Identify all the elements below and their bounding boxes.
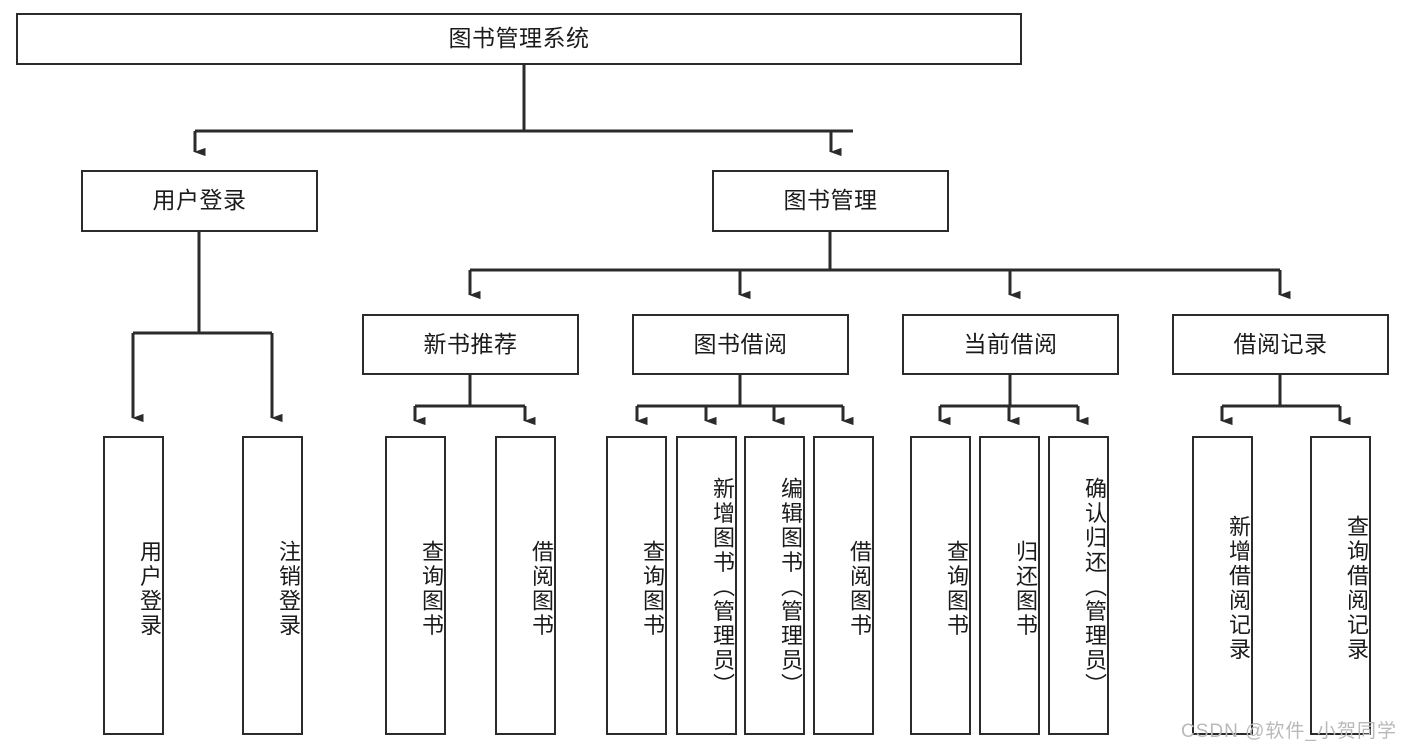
node-leaf-query-book-2-label: 查询图书 xyxy=(640,539,665,638)
node-leaf-borrow-book-2-label: 借阅图书 xyxy=(847,539,872,638)
node-leaf-query-book-1[interactable]: 查询图书 xyxy=(385,436,446,735)
node-leaf-edit-book-admin[interactable]: 编辑图书（管理员） xyxy=(744,436,805,735)
node-leaf-query-borrow-record[interactable]: 查询借阅记录 xyxy=(1310,436,1371,735)
node-leaf-borrow-book-1[interactable]: 借阅图书 xyxy=(495,436,556,735)
node-leaf-return-book-label: 归还图书 xyxy=(1013,539,1038,638)
node-leaf-user-logout[interactable]: 注销登录 xyxy=(242,436,303,735)
node-current-borrow[interactable]: 当前借阅 xyxy=(902,314,1119,375)
node-leaf-edit-book-admin-label: 编辑图书（管理员） xyxy=(778,477,803,698)
node-user-login-label: 用户登录 xyxy=(152,187,247,214)
node-book-manage[interactable]: 图书管理 xyxy=(712,170,949,232)
node-leaf-query-book-3[interactable]: 查询图书 xyxy=(910,436,971,735)
node-leaf-borrow-book-1-label: 借阅图书 xyxy=(529,539,554,638)
node-new-book-recommend[interactable]: 新书推荐 xyxy=(362,314,579,375)
node-leaf-add-borrow-record-label: 新增借阅记录 xyxy=(1226,515,1251,662)
node-book-borrow[interactable]: 图书借阅 xyxy=(632,314,849,375)
node-leaf-add-borrow-record[interactable]: 新增借阅记录 xyxy=(1192,436,1253,735)
node-leaf-confirm-return-admin-label: 确认归还（管理员） xyxy=(1082,477,1107,698)
node-leaf-query-book-2[interactable]: 查询图书 xyxy=(606,436,667,735)
node-leaf-add-book-admin-label: 新增图书（管理员） xyxy=(710,477,735,698)
node-new-book-recommend-label: 新书推荐 xyxy=(423,330,518,357)
node-leaf-query-book-3-label: 查询图书 xyxy=(944,539,969,638)
node-leaf-query-borrow-record-label: 查询借阅记录 xyxy=(1344,515,1369,662)
node-user-login[interactable]: 用户登录 xyxy=(81,170,318,232)
node-leaf-add-book-admin[interactable]: 新增图书（管理员） xyxy=(676,436,737,735)
node-current-borrow-label: 当前借阅 xyxy=(963,330,1058,357)
node-leaf-user-logout-label: 注销登录 xyxy=(276,539,301,638)
node-book-manage-label: 图书管理 xyxy=(783,187,878,214)
node-leaf-borrow-book-2[interactable]: 借阅图书 xyxy=(813,436,874,735)
node-leaf-user-login[interactable]: 用户登录 xyxy=(103,436,164,735)
node-root[interactable]: 图书管理系统 xyxy=(16,13,1022,65)
node-borrow-record[interactable]: 借阅记录 xyxy=(1172,314,1389,375)
node-root-label: 图书管理系统 xyxy=(448,25,590,52)
node-leaf-confirm-return-admin[interactable]: 确认归还（管理员） xyxy=(1048,436,1109,735)
node-leaf-query-book-1-label: 查询图书 xyxy=(419,539,444,638)
node-leaf-return-book[interactable]: 归还图书 xyxy=(979,436,1040,735)
node-leaf-user-login-label: 用户登录 xyxy=(137,539,162,638)
node-borrow-record-label: 借阅记录 xyxy=(1233,330,1328,357)
node-book-borrow-label: 图书借阅 xyxy=(693,330,788,357)
